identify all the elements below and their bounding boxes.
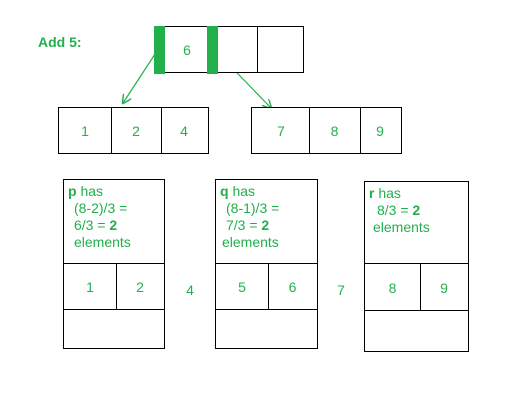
left-node-cell: 1 <box>81 122 89 139</box>
diagram-title: Add 5: <box>38 34 82 50</box>
right-node-cell: 7 <box>277 122 285 139</box>
left-child-arrow <box>123 47 160 103</box>
root-key-cell <box>213 27 257 72</box>
p-note-box: p has (8-2)/3 = 6/3 = 2 elements <box>63 179 165 264</box>
r-var: r <box>369 185 375 201</box>
p-node: 1 2 <box>63 263 165 349</box>
root-key-cell <box>257 27 303 72</box>
separator-key-7: 7 <box>337 282 345 298</box>
r-cell: 9 <box>440 279 448 296</box>
root-left-pointer <box>153 25 165 74</box>
q-cell: 5 <box>238 279 246 295</box>
p-var: p <box>68 183 77 199</box>
q-cell: 6 <box>288 279 297 295</box>
separator-key-4: 4 <box>186 282 194 298</box>
root-node: 6 <box>153 25 304 74</box>
right-node-cell: 8 <box>330 122 339 139</box>
right-node-cell: 9 <box>376 122 384 139</box>
left-node-cell: 2 <box>132 122 140 139</box>
q-note-box: q has (8-1)/3 = 7/3 = 2 elements <box>215 179 318 264</box>
r-cell: 8 <box>388 279 397 296</box>
r-note-box: r has 8/3 = 2 elements <box>364 181 469 264</box>
root-middle-pointer <box>207 25 218 74</box>
q-var: q <box>220 183 229 199</box>
left-child-node: 1 2 4 <box>58 107 209 154</box>
left-node-cell: 4 <box>180 122 188 139</box>
r-node: 8 9 <box>364 263 469 352</box>
p-cell: 2 <box>136 279 144 295</box>
q-node: 5 6 <box>215 263 318 349</box>
p-cell: 1 <box>86 279 94 295</box>
right-child-node: 7 8 9 <box>251 107 402 154</box>
root-key-cell: 6 <box>183 41 191 58</box>
